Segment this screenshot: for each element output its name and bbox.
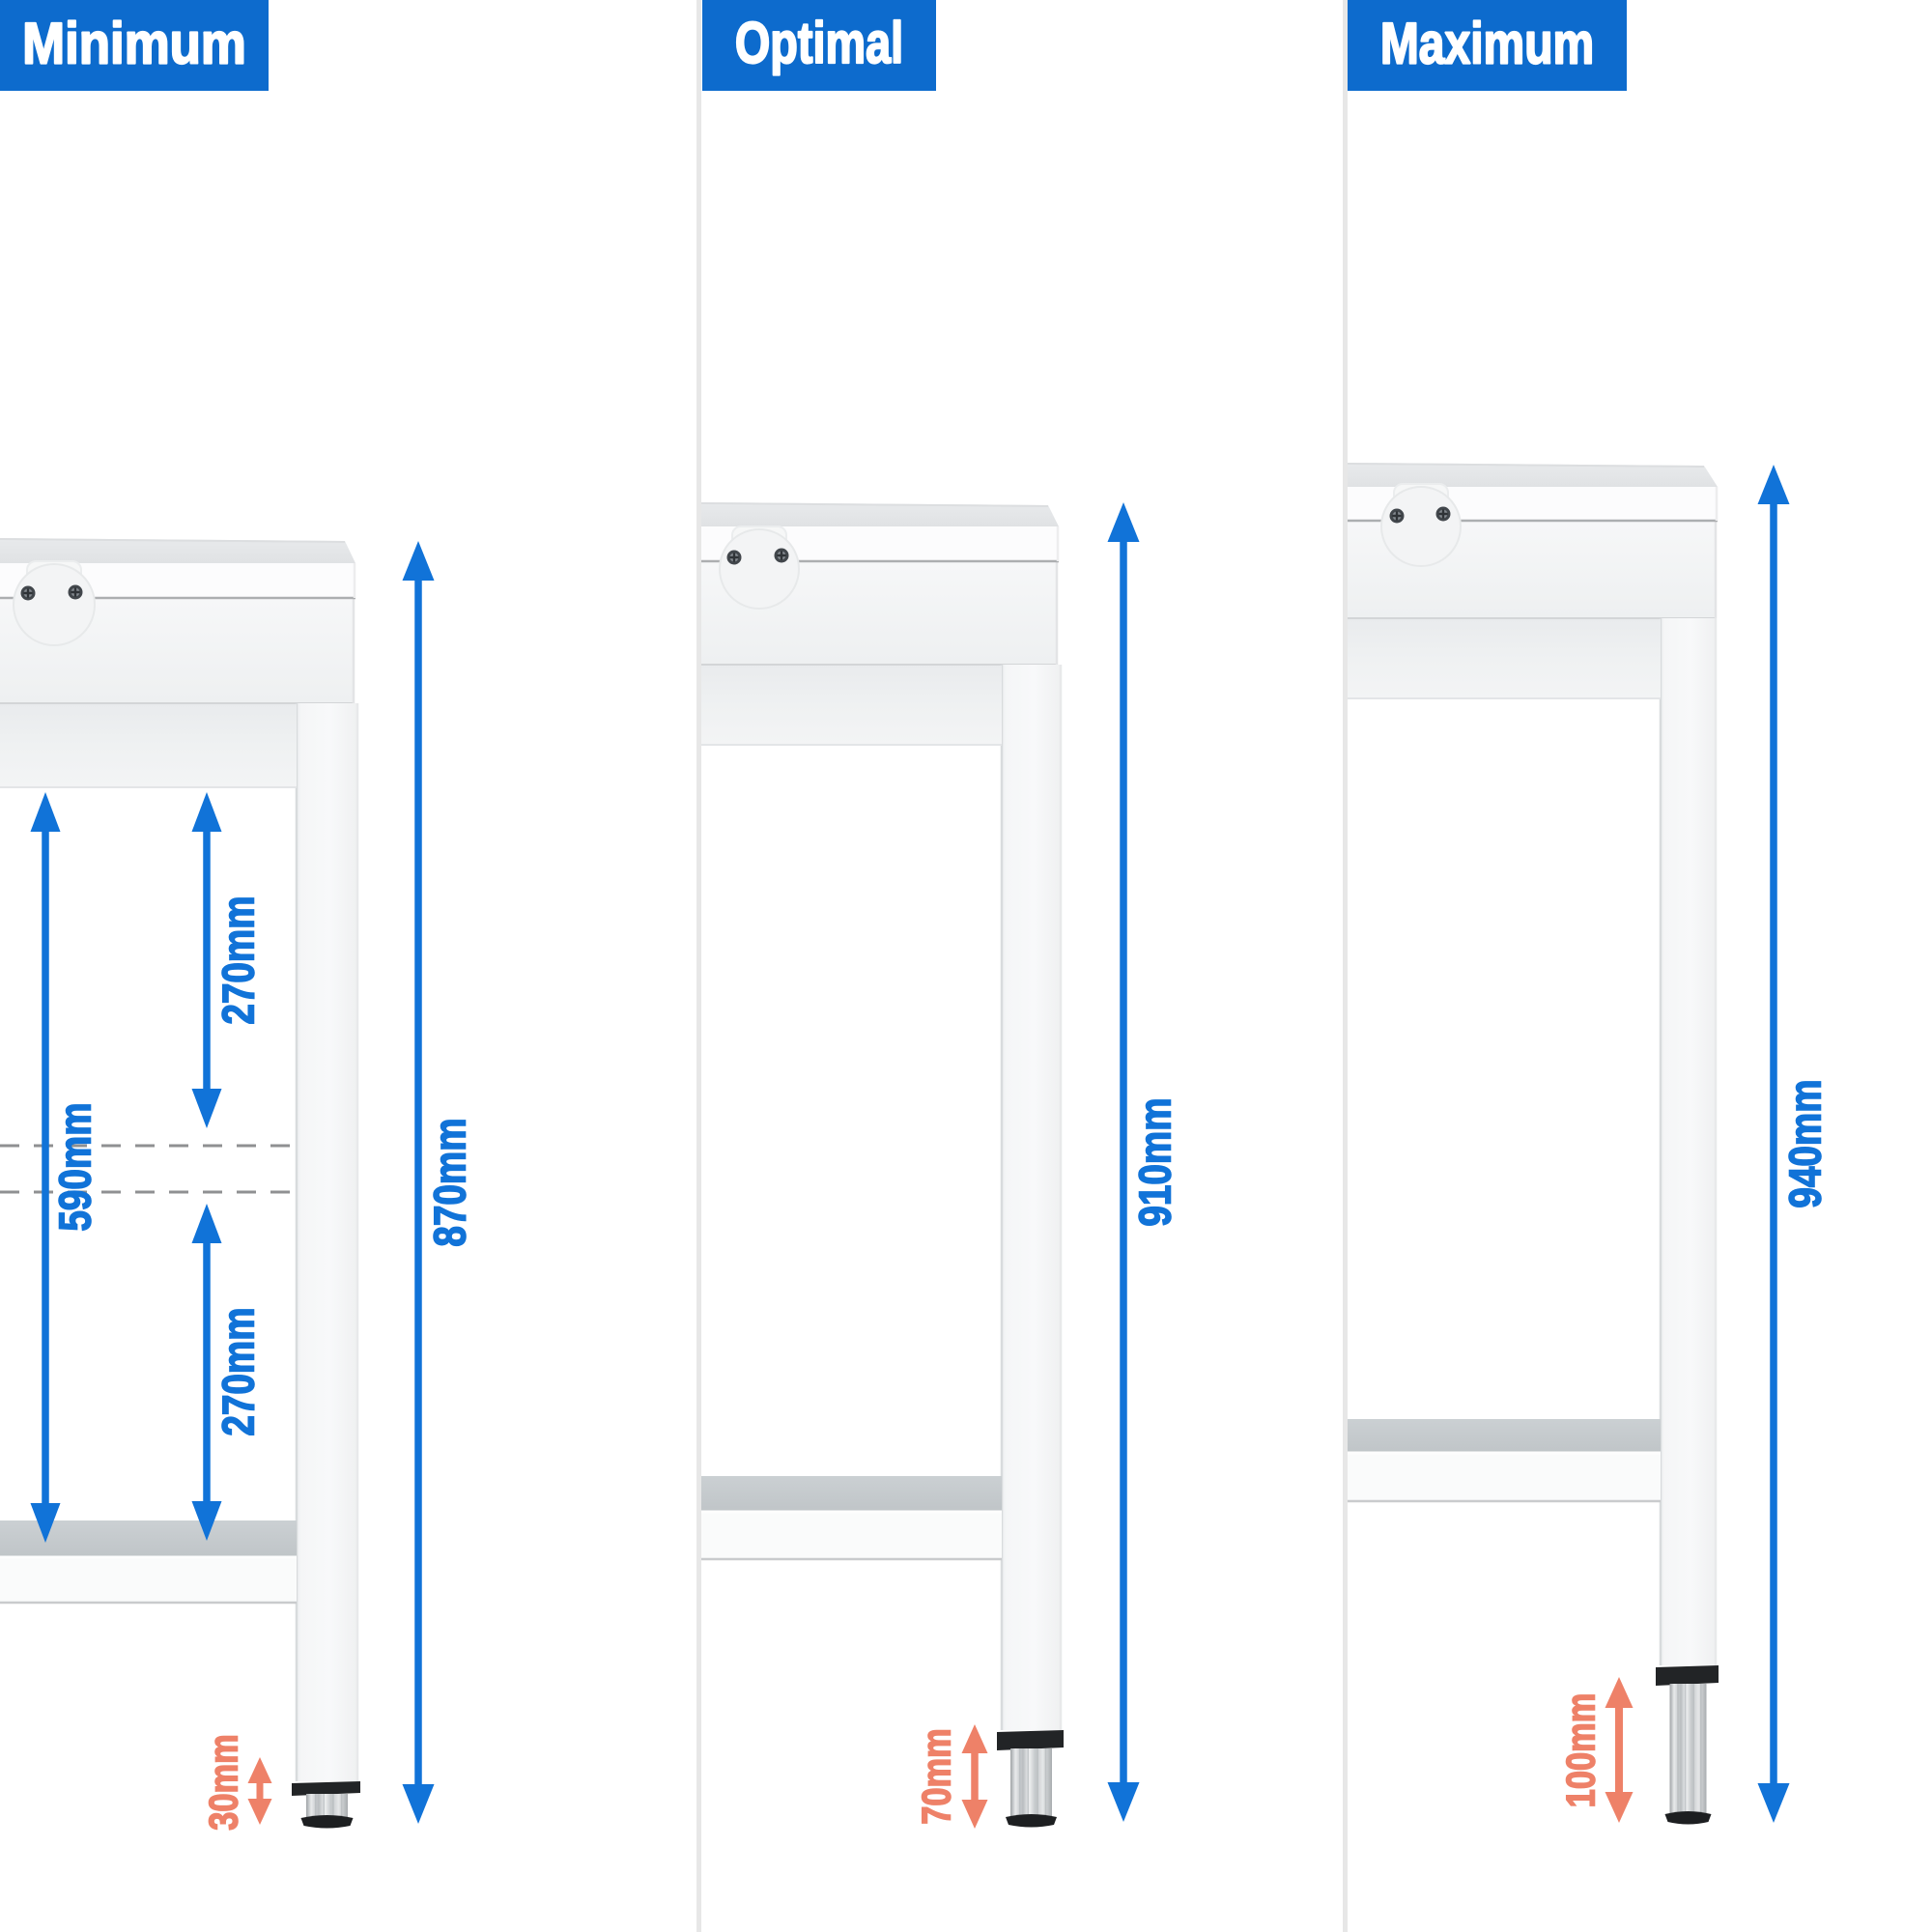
svg-text:940mm: 940mm: [1781, 1079, 1831, 1208]
svg-text:870mm: 870mm: [426, 1118, 475, 1246]
svg-text:100mm: 100mm: [1558, 1693, 1604, 1808]
svg-text:270mm: 270mm: [214, 895, 264, 1024]
svg-text:910mm: 910mm: [1131, 1097, 1180, 1226]
svg-text:70mm: 70mm: [914, 1728, 959, 1825]
svg-text:30mm: 30mm: [201, 1734, 246, 1831]
svg-text:Minimum: Minimum: [22, 12, 246, 76]
svg-text:590mm: 590mm: [51, 1102, 100, 1231]
svg-text:Maximum: Maximum: [1380, 11, 1594, 75]
svg-text:Optimal: Optimal: [735, 12, 903, 76]
svg-text:270mm: 270mm: [214, 1307, 264, 1435]
